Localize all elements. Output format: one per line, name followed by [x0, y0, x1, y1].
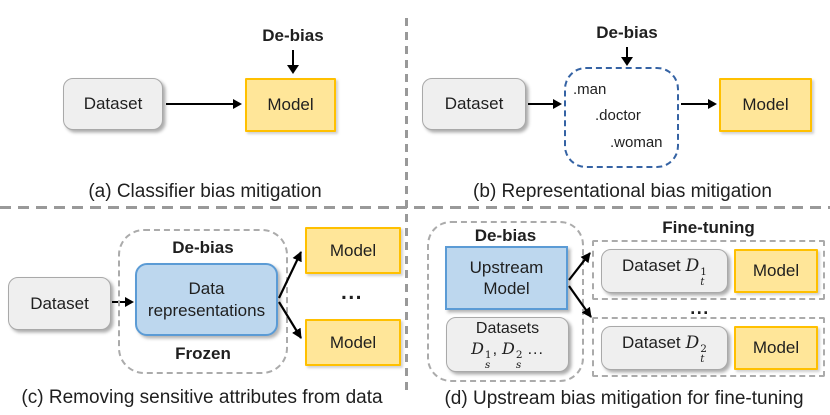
panel-b-embedding-point-doctor: .doctor	[595, 107, 641, 124]
panel-a-debias-down-arrow-icon	[287, 50, 299, 74]
panel-d-finetune-row2-container	[592, 317, 825, 377]
panel-d-datasets-word: Datasets	[475, 319, 540, 337]
panel-a-model-label: Model	[267, 95, 314, 115]
panel-d-debias-label: De-bias	[474, 226, 537, 245]
panel-d-debias-container	[427, 221, 584, 382]
panel-c-model-top-box: Model	[305, 227, 401, 274]
panel-d-model2-label: Model	[752, 338, 800, 358]
panel-b-model-box: Model	[719, 78, 812, 132]
vertical-dashed-divider	[405, 18, 408, 392]
panel-d-model1-label: Model	[752, 261, 800, 281]
panel-c-frozen-container	[118, 229, 288, 374]
panel-d-upstream-model-box: Upstream Model	[445, 246, 568, 310]
panel-d-finetune-row1-container	[592, 240, 825, 300]
panel-b-caption: (b) Representational bias mitigation	[473, 181, 772, 202]
panel-b-model-label: Model	[742, 95, 789, 115]
panel-c-representations-line2: representations	[147, 300, 266, 320]
panel-d-source-separator: ,	[492, 340, 498, 358]
panel-c-model-top-label: Model	[329, 240, 377, 260]
panel-b-debias-label: De-bias	[596, 23, 658, 42]
panel-d-model2-box: Model	[734, 326, 818, 370]
panel-d-rows-ellipsis: ...	[690, 298, 710, 318]
panel-c-dataset-label: Dataset	[30, 293, 89, 313]
panel-b-dataset-label: Dataset	[444, 94, 504, 114]
panel-c-dataset-box: Dataset	[8, 277, 111, 330]
panel-d-upstream-line1: Upstream	[469, 257, 544, 277]
panel-b-embedding-to-model-arrow-icon	[681, 99, 717, 109]
panel-c-data-representations-box: Data representations	[135, 263, 278, 336]
panel-c-debias-label: De-bias	[172, 238, 234, 257]
panel-d-target1-word: Dataset	[622, 255, 681, 275]
panel-d-finetuning-label: Fine-tuning	[662, 218, 755, 237]
panel-a-model-box: Model	[245, 78, 336, 132]
panel-b-embedding-point-woman: .woman	[610, 134, 663, 151]
panel-c-fork-arrows-icon	[278, 251, 302, 339]
panel-d-source-d2-symbol: D	[502, 338, 515, 358]
panel-c-model-bottom-label: Model	[329, 332, 377, 352]
panel-d-source-d1-symbol: D	[471, 338, 484, 358]
panel-d-target1-d-symbol: D	[685, 255, 700, 276]
panel-d-target2-word: Dataset	[622, 332, 681, 352]
panel-a-dataset-box: Dataset	[63, 78, 163, 130]
panel-b-embedding-space-box	[564, 67, 679, 168]
panel-a-debias-label: De-bias	[262, 26, 324, 45]
panel-b-dataset-to-embedding-arrow-icon	[528, 99, 562, 109]
panel-d-upstream-line2: Model	[483, 279, 530, 298]
horizontal-dashed-divider	[0, 206, 830, 209]
panel-c-models-ellipsis: ...	[340, 281, 363, 304]
panel-c-representations-line1: Data	[188, 279, 225, 299]
panel-c-model-bottom-box: Model	[305, 319, 401, 366]
panel-c-caption: (c) Removing sensitive attributes from d…	[21, 387, 383, 408]
panel-d-source-ellipsis: ...	[527, 340, 544, 358]
panel-b-debias-down-arrow-icon	[621, 47, 633, 66]
panel-d-target2-d-symbol: D	[685, 332, 700, 353]
panel-d-model1-box: Model	[734, 249, 818, 293]
panel-a-dataset-label: Dataset	[83, 94, 143, 114]
panel-d-caption: (d) Upstream bias mitigation for fine-tu…	[444, 388, 804, 409]
panel-b-embedding-point-man: .man	[573, 81, 607, 98]
panel-b-dataset-box: Dataset	[422, 78, 526, 130]
panel-c-frozen-label: Frozen	[175, 344, 231, 363]
panel-a-dataset-to-model-arrow-icon	[166, 99, 242, 109]
panel-a-caption: (a) Classifier bias mitigation	[88, 181, 322, 202]
panel-d-fork-arrows-icon	[568, 252, 592, 318]
